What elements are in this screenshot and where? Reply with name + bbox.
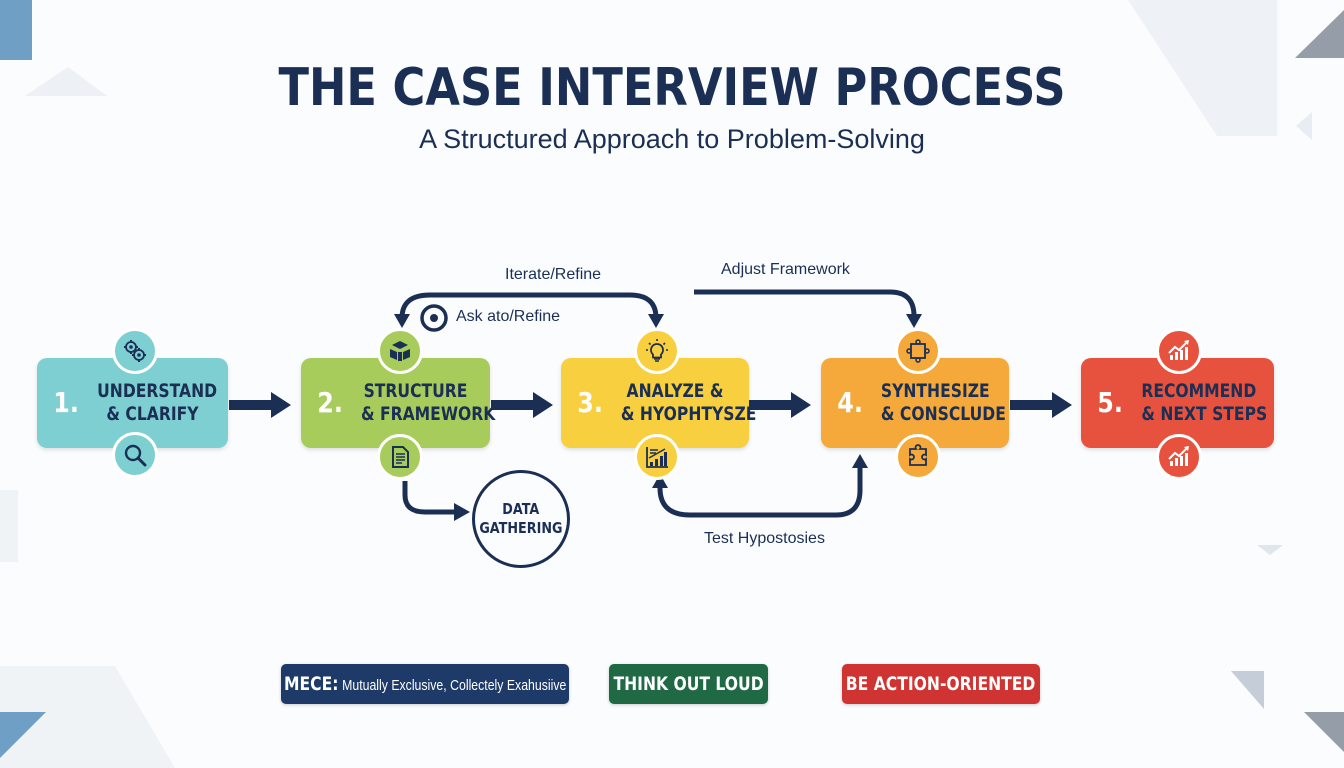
step-recommend-next-steps: 5. RECOMMEND & NEXT STEPS [1081, 358, 1274, 448]
step-label: UNDERSTAND & CLARIFY [97, 380, 218, 425]
label-ask-refine: Ask ato/Refine [456, 308, 561, 325]
step-number: 3. [577, 386, 603, 419]
arrowhead-adjust [906, 314, 922, 328]
deco-triangle-top-right [1295, 10, 1344, 58]
deco-panel-bottom-left [0, 666, 175, 768]
bar-chart-icon [634, 434, 680, 480]
document-icon [377, 434, 423, 480]
step-label: RECOMMEND & NEXT STEPS [1141, 380, 1268, 425]
growth-chart-icon [1156, 328, 1202, 374]
step-label: STRUCTURE & FRAMEWORK [360, 380, 496, 425]
building-blocks-icon [377, 328, 423, 374]
gears-icon [112, 328, 158, 374]
data-gathering-node: DATA GATHERING [472, 470, 570, 568]
arrow-step3-to-step4 [749, 392, 811, 418]
deco-triangle-bottom-right-2 [1304, 712, 1344, 752]
step-number: 1. [53, 386, 79, 419]
step-label: SYNTHESIZE & CONSCLUDE [880, 380, 1006, 425]
deco-triangle-bottom-left [0, 712, 46, 758]
arrow-to-data-gathering [402, 481, 456, 515]
step-number: 4. [837, 386, 863, 419]
loop-test-hypotheses [657, 466, 863, 518]
arrowhead-test-right [852, 454, 868, 468]
puzzle-square-icon [895, 328, 941, 374]
tip-be-action-oriented: BE ACTION-ORIENTED [842, 664, 1040, 704]
tip-mece: MECE: Mutually Exclusive, Collectely Exa… [281, 664, 569, 704]
step-label: ANALYZE & & HYOPHTYSZE [620, 380, 757, 425]
deco-strip-left [0, 490, 18, 562]
label-test-hypotheses: Test Hypostosies [704, 530, 825, 547]
puzzle-piece-icon [895, 434, 941, 480]
step-number: 5. [1097, 386, 1123, 419]
lightbulb-icon [634, 328, 680, 374]
page-subtitle: A Structured Approach to Problem-Solving [419, 124, 925, 154]
arrowhead-iterate-right [648, 314, 664, 328]
arrowhead-iterate-left [394, 314, 410, 328]
tip-think-out-loud: THINK OUT LOUD [609, 664, 768, 704]
deco-triangle-bottom-right-1 [1231, 671, 1264, 709]
step-number: 2. [317, 386, 343, 419]
magnifier-icon [112, 432, 158, 478]
arrow-step2-to-step3 [491, 392, 553, 418]
growth-chart-icon [1156, 434, 1202, 480]
deco-triangle-small-right [1257, 545, 1283, 555]
arrow-step4-to-step5 [1010, 392, 1072, 418]
deco-corner-block-top-left [0, 0, 32, 60]
arrow-step1-to-step2 [229, 392, 291, 418]
label-adjust-framework: Adjust Framework [721, 261, 850, 278]
label-iterate-refine: Iterate/Refine [505, 266, 602, 283]
target-icon [420, 304, 448, 332]
page-title: THE CASE INTERVIEW PROCESS [278, 58, 1066, 118]
loop-adjust-framework [694, 289, 917, 317]
